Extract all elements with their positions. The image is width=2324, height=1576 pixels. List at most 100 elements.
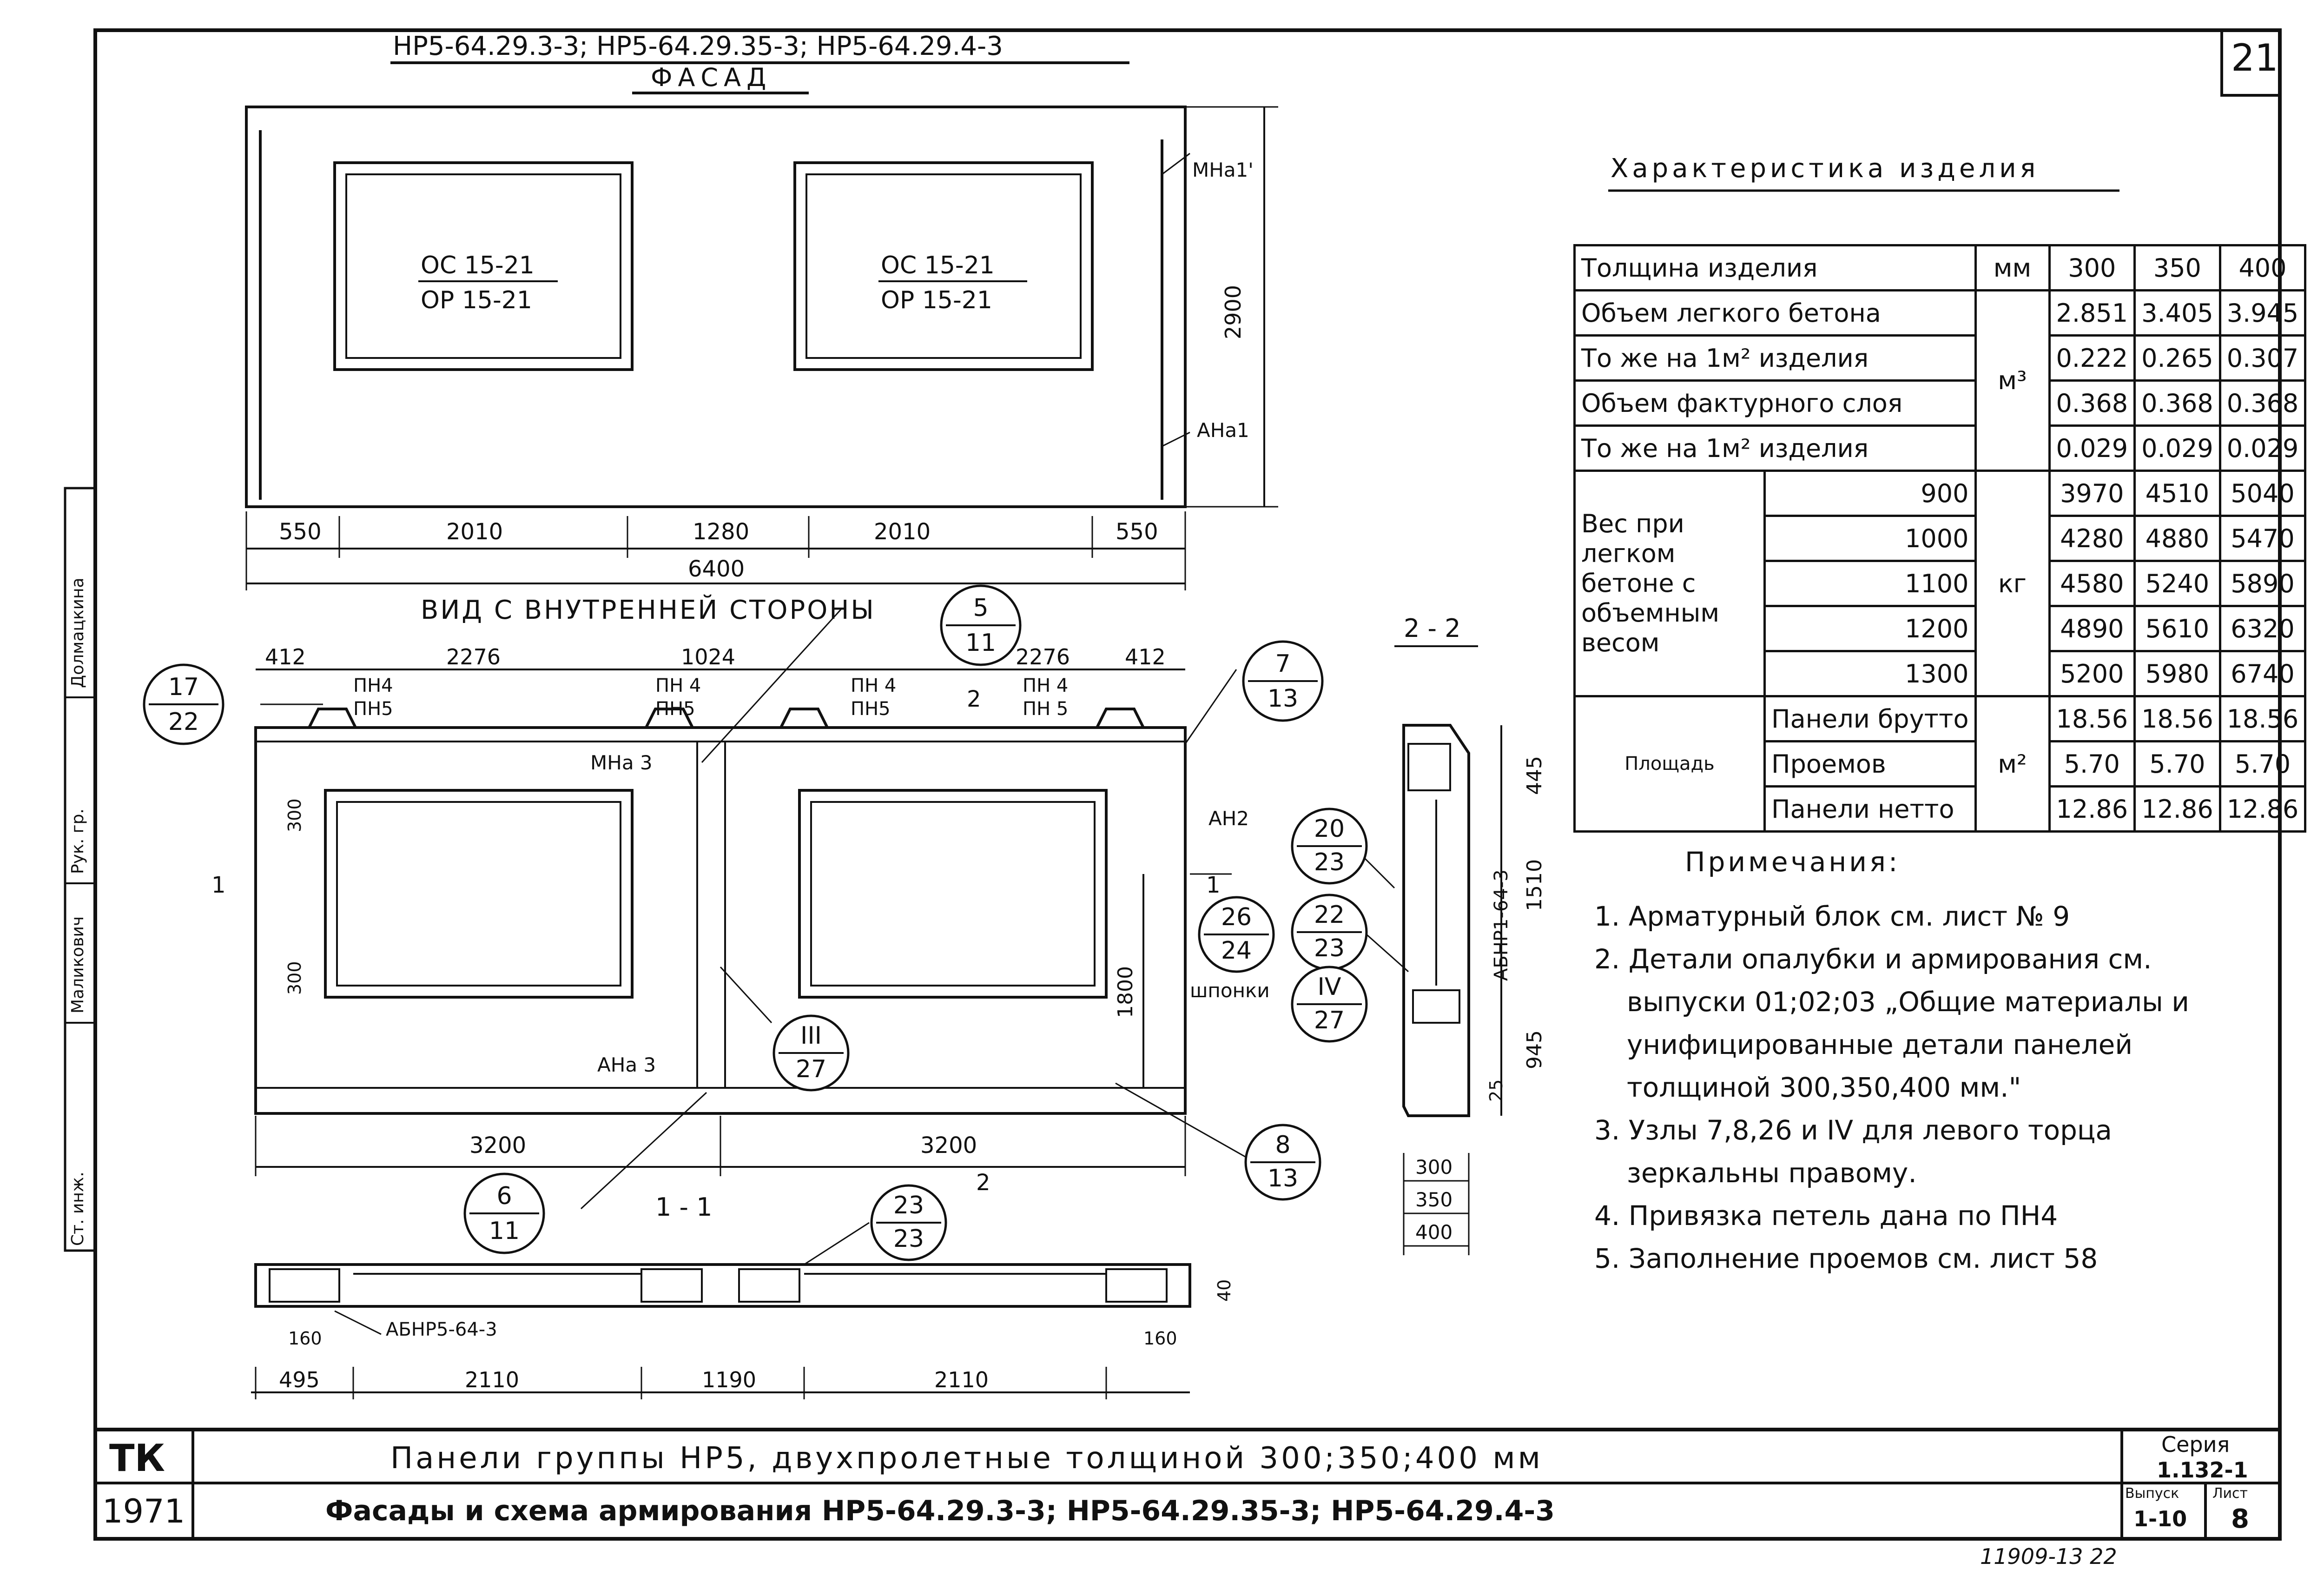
table-row: То же на 1м² изделия 0.029 0.029 0.029 bbox=[1573, 424, 2307, 472]
mark-mna3: МНа 3 bbox=[590, 751, 653, 774]
loop-label-3b: ПН5 bbox=[851, 698, 891, 720]
svg-text:24: 24 bbox=[1221, 937, 1252, 965]
inner-top-dim-0: 412 bbox=[265, 644, 306, 669]
note-line: унифицированные детали панелей bbox=[1627, 1029, 2133, 1060]
facade-mark-bottom: АНа1 bbox=[1197, 419, 1249, 442]
section-mark-2-top: 2 bbox=[967, 686, 981, 712]
characteristics-title: Характеристика изделия bbox=[1611, 153, 2040, 184]
table-row: 1000 4280 4880 5470 bbox=[1575, 515, 2307, 562]
stamp-item-3: Долмацкина bbox=[68, 577, 87, 688]
facade-window-right-top: ОС 15-21 bbox=[881, 252, 995, 279]
inner-top-dim-4: 412 bbox=[1125, 644, 1166, 669]
section-1-1-small-1: 160 bbox=[1143, 1328, 1177, 1349]
section-2-2-th-0: 300 bbox=[1415, 1156, 1453, 1179]
section-2-2-th-2: 400 bbox=[1415, 1221, 1453, 1244]
note-line: 2. Детали опалубки и армирования см. bbox=[1594, 943, 2152, 975]
issue-number: 1-10 bbox=[2133, 1506, 2187, 1531]
section-2-2-dim-3: 25 bbox=[1486, 1079, 1506, 1102]
note-line: 4. Привязка петель дана по ПН4 bbox=[1594, 1200, 2058, 1232]
section-1-1-block: АБНР5-64-3 bbox=[386, 1319, 497, 1340]
series-number: 1.132-1 bbox=[2157, 1457, 2248, 1483]
svg-text:20: 20 bbox=[1314, 815, 1345, 843]
facade-dim-1: 2010 bbox=[446, 519, 503, 545]
stamp-item-0: Ст. инж. bbox=[68, 1172, 87, 1246]
table-row: Объем легкого бетона м³ 2.851 3.405 3.94… bbox=[1573, 289, 2307, 472]
loop-label-2b: ПН5 bbox=[655, 698, 695, 720]
mark-ana3: АНа 3 bbox=[597, 1053, 656, 1076]
facade-height-dim: 2900 bbox=[1221, 285, 1246, 339]
note-line: зеркальны правому. bbox=[1627, 1157, 1917, 1189]
notes-title: Примечания: bbox=[1685, 846, 1901, 878]
stamp-item-2: Рук. гр. bbox=[68, 808, 87, 874]
section-2-2-title: 2 - 2 bbox=[1404, 614, 1461, 643]
svg-text:11: 11 bbox=[489, 1217, 520, 1245]
table-row: То же на 1м² изделия 0.222 0.265 0.307 bbox=[1573, 334, 2307, 382]
inner-top-dim-2: 1024 bbox=[681, 644, 736, 669]
svg-text:23: 23 bbox=[1314, 934, 1345, 962]
section-1-1-title: 1 - 1 bbox=[655, 1192, 713, 1222]
note-line: 1. Арматурный блок см. лист № 9 bbox=[1594, 901, 2070, 932]
table-row: 1300 5200 5980 6740 bbox=[1575, 650, 2307, 697]
svg-text:IV: IV bbox=[1318, 973, 1341, 1001]
section-2-2-dim-2: 945 bbox=[1523, 1030, 1546, 1069]
loop-label-1a: ПН4 bbox=[353, 675, 393, 696]
facade-dim-3: 2010 bbox=[874, 519, 931, 545]
table-row: Проемов 5.70 5.70 5.70 bbox=[1575, 740, 2307, 788]
svg-text:5: 5 bbox=[973, 594, 988, 622]
section-mark-1-left: 1 bbox=[211, 872, 226, 898]
archive-number: 11909-13 22 bbox=[1980, 1544, 2117, 1569]
note-line: 5. Заполнение проемов см. лист 58 bbox=[1594, 1243, 2098, 1274]
inner-window-left bbox=[324, 789, 634, 999]
loop-label-3a: ПН 4 bbox=[851, 675, 897, 696]
svg-text:7: 7 bbox=[1275, 650, 1290, 678]
sheet-in-block: 8 bbox=[2231, 1504, 2249, 1534]
table-row: Толщина изделия мм 300 350 400 bbox=[1573, 244, 2307, 291]
svg-text:27: 27 bbox=[1314, 1007, 1345, 1034]
section-1-1-outline bbox=[254, 1263, 1191, 1308]
inner-small-dim-0: 300 bbox=[284, 798, 305, 832]
inner-height-dim: 1800 bbox=[1114, 966, 1137, 1018]
note-line: толщиной 300,350,400 мм." bbox=[1627, 1072, 2021, 1103]
section-2-2-th-1: 350 bbox=[1415, 1188, 1453, 1211]
table-row: Панели нетто 12.86 12.86 12.86 bbox=[1575, 785, 2307, 833]
mark-shponki: шпонки bbox=[1190, 979, 1270, 1002]
facade-outline bbox=[245, 106, 1187, 508]
facade-title: ФАСАД bbox=[651, 63, 772, 92]
section-1-1-dim-2: 1190 bbox=[702, 1367, 757, 1392]
svg-text:23: 23 bbox=[893, 1192, 924, 1219]
inner-view-outline bbox=[254, 726, 1187, 1115]
svg-text:22: 22 bbox=[168, 708, 199, 736]
notes-list: 1. Арматурный блок см. лист № 9 2. Детал… bbox=[1594, 895, 2189, 1280]
characteristics-table: Толщина изделия мм 300 350 400 Объем лег… bbox=[1573, 244, 2307, 833]
sheet-number-box bbox=[2220, 29, 2281, 97]
svg-text:13: 13 bbox=[1268, 1165, 1298, 1192]
svg-text:23: 23 bbox=[1314, 848, 1345, 876]
section-2-2-dim-1: 1510 bbox=[1523, 859, 1546, 911]
mark-an2: АН2 bbox=[1208, 807, 1249, 830]
facade-dim-0: 550 bbox=[279, 519, 322, 545]
table-row: Вес при легком бетоне с объемным весом 9… bbox=[1573, 470, 2307, 697]
title-year: 1971 bbox=[102, 1492, 185, 1530]
inner-top-dim-3: 2276 bbox=[1016, 644, 1070, 669]
section-mark-2-bottom: 2 bbox=[976, 1170, 990, 1196]
sheet-label: Лист bbox=[2212, 1485, 2248, 1502]
section-1-1-dim-3: 2110 bbox=[934, 1367, 989, 1392]
table-row: Площадь Панели брутто м² 18.56 18.56 18.… bbox=[1573, 695, 2307, 833]
svg-text:6: 6 bbox=[496, 1182, 512, 1210]
svg-text:26: 26 bbox=[1221, 903, 1252, 931]
svg-text:27: 27 bbox=[796, 1055, 826, 1083]
loop-label-4a: ПН 4 bbox=[1023, 675, 1069, 696]
series-label: Серия bbox=[2161, 1432, 2230, 1457]
facade-total-dim: 6400 bbox=[688, 556, 745, 582]
facade-window-right-bottom: ОР 15-21 bbox=[881, 286, 992, 314]
section-2-2-dim-0: 445 bbox=[1523, 756, 1546, 795]
inner-window-right bbox=[798, 789, 1108, 999]
inner-top-dim-1: 2276 bbox=[446, 644, 501, 669]
svg-text:22: 22 bbox=[1314, 901, 1345, 929]
svg-text:III: III bbox=[800, 1022, 822, 1050]
inner-bottom-dim-1: 3200 bbox=[920, 1132, 977, 1159]
facade-window-left bbox=[333, 161, 634, 371]
section-1-1-small-2: 40 bbox=[1214, 1279, 1235, 1302]
section-1-1-small-0: 160 bbox=[288, 1328, 322, 1349]
